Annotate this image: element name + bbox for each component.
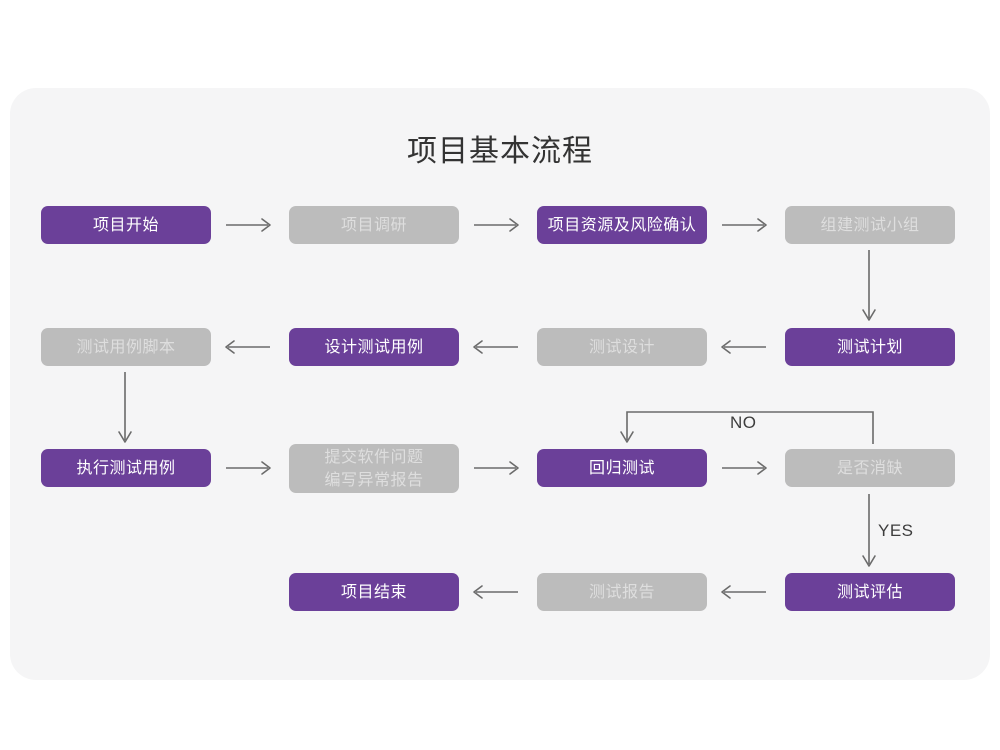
node-design-test-cases[interactable]: 设计测试用例 (289, 328, 459, 366)
node-defect-resolved[interactable]: 是否消缺 (785, 449, 955, 487)
node-submit-issue-report[interactable]: 提交软件问题 编写异常报告 (289, 444, 459, 493)
node-project-start[interactable]: 项目开始 (41, 206, 211, 244)
page-title: 项目基本流程 (407, 135, 593, 168)
edge-label-yes: YES (878, 521, 914, 540)
node-resource-risk-confirm[interactable]: 项目资源及风险确认 (537, 206, 707, 244)
node-form-test-team[interactable]: 组建测试小组 (785, 206, 955, 244)
node-project-end[interactable]: 项目结束 (289, 573, 459, 611)
node-test-design[interactable]: 测试设计 (537, 328, 707, 366)
node-test-evaluation[interactable]: 测试评估 (785, 573, 955, 611)
node-test-report[interactable]: 测试报告 (537, 573, 707, 611)
node-project-research[interactable]: 项目调研 (289, 206, 459, 244)
node-execute-test-cases[interactable]: 执行测试用例 (41, 449, 211, 487)
edge-label-no: NO (730, 413, 757, 432)
node-test-case-script[interactable]: 测试用例脚本 (41, 328, 211, 366)
node-test-plan[interactable]: 测试计划 (785, 328, 955, 366)
node-regression-test[interactable]: 回归测试 (537, 449, 707, 487)
